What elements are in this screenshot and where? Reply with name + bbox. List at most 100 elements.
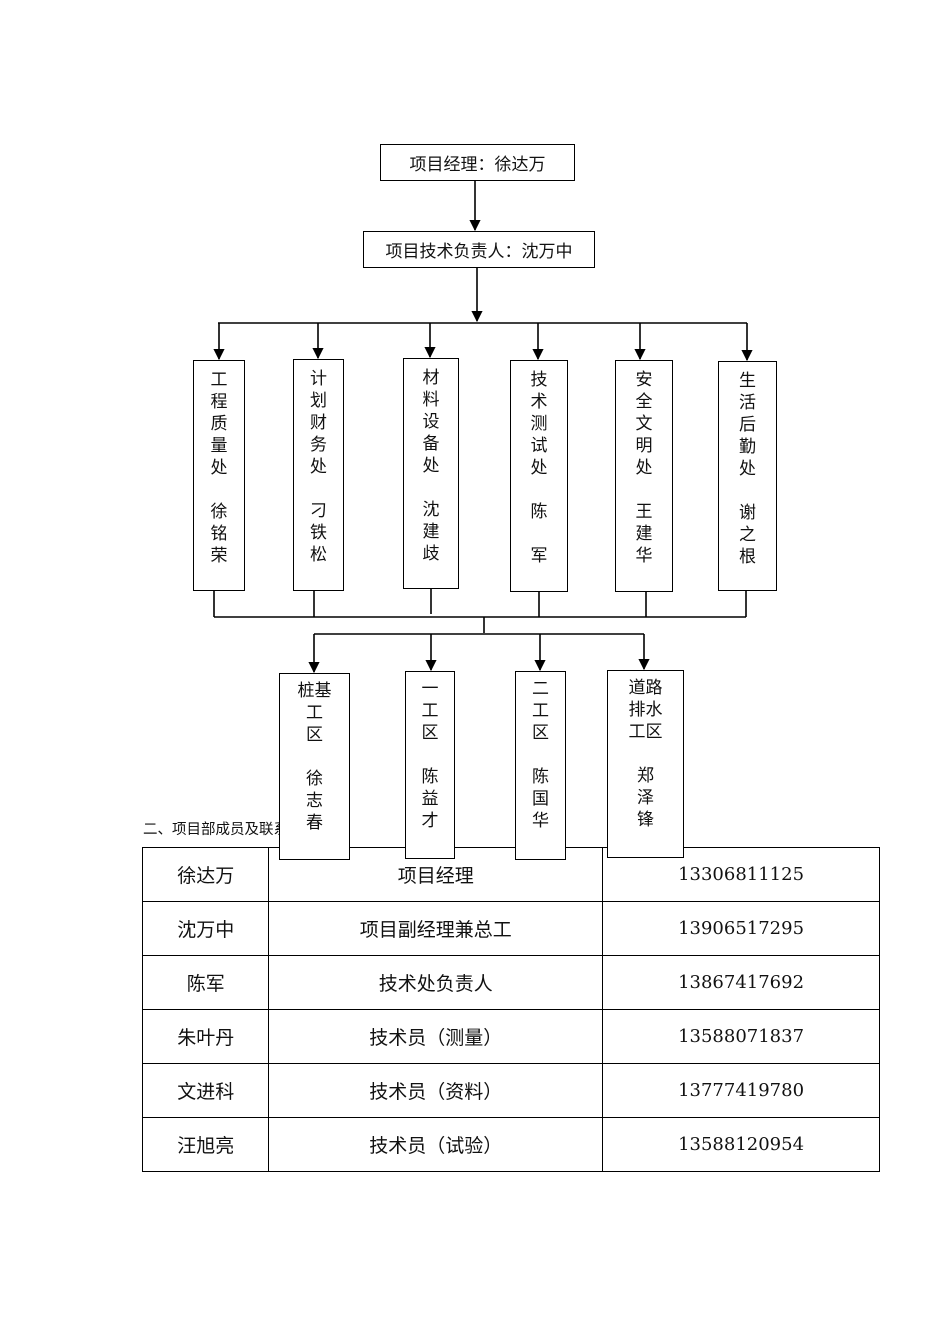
- person-char: 铭: [210, 524, 228, 544]
- person-char: 春: [306, 813, 323, 833]
- person-char: 建: [422, 522, 440, 542]
- dept-char: 程: [210, 392, 228, 412]
- person-char: 才: [421, 811, 439, 831]
- dept-char: 测: [530, 414, 548, 434]
- area-line: 桩基: [297, 681, 332, 701]
- contacts-table: 徐达万 项目经理 13306811125 沈万中 项目副经理兼总工 139065…: [141, 847, 880, 1172]
- dept-char: 活: [739, 393, 756, 413]
- department-safety: 安 全 文 明 处 王 建 华: [615, 360, 673, 592]
- person-char: 之: [739, 525, 756, 545]
- area-line: 区: [421, 723, 439, 743]
- dept-char: 后: [739, 415, 756, 435]
- person-char: 益: [421, 789, 439, 809]
- manager-box: 项目经理：徐达万: [380, 144, 575, 181]
- dept-char: 安: [635, 370, 653, 390]
- dept-char: 财: [310, 413, 327, 433]
- work-area-drainage: 道路 排水 工区 郑 泽 锋: [607, 670, 684, 858]
- work-area-two: 二 工 区 陈 国 华: [515, 671, 566, 860]
- person-char: 陈: [532, 767, 549, 787]
- dept-char: 处: [310, 457, 327, 477]
- table-row: 文进科 技术员（资料） 13777419780: [141, 1063, 880, 1118]
- section-title: 二、项目部成员及联系方法: [143, 822, 317, 838]
- area-line: 区: [532, 723, 549, 743]
- person-char: 松: [310, 545, 327, 565]
- contact-role: 技术员（试验）: [268, 1117, 604, 1172]
- department-logistics: 生 活 后 勤 处 谢 之 根: [718, 361, 777, 591]
- contact-phone: 13867417692: [602, 955, 880, 1010]
- contact-name: 沈万中: [141, 901, 270, 956]
- person-char: 陈: [421, 767, 439, 787]
- contact-phone: 13906517295: [602, 901, 880, 956]
- person-char: 徐: [306, 769, 323, 789]
- person-char: 沈: [422, 500, 440, 520]
- person-char: 军: [530, 546, 548, 566]
- person-char: 王: [635, 502, 653, 522]
- person-char: 华: [532, 811, 549, 831]
- contact-name: 朱叶丹: [141, 1009, 270, 1064]
- department-finance: 计 划 财 务 处 刁 铁 松: [293, 359, 344, 591]
- person-char: 华: [635, 546, 653, 566]
- contact-phone: 13588120954: [602, 1117, 880, 1172]
- area-line: 二: [532, 679, 549, 699]
- person-char: 铁: [310, 523, 327, 543]
- contact-name: 汪旭亮: [141, 1117, 270, 1172]
- work-area-one: 一 工 区 陈 益 才: [405, 671, 455, 859]
- dept-char: 试: [530, 436, 548, 456]
- department-materials: 材 料 设 备 处 沈 建 歧: [403, 358, 459, 589]
- dept-char: 计: [310, 369, 327, 389]
- person-char: 陈: [530, 502, 548, 522]
- dept-char: 质: [210, 414, 228, 434]
- contact-name: 徐达万: [141, 847, 270, 902]
- dept-char: 处: [530, 458, 548, 478]
- dept-char: 务: [310, 435, 327, 455]
- dept-char: 料: [422, 390, 440, 410]
- area-line: 工区: [628, 722, 663, 742]
- table-row: 朱叶丹 技术员（测量） 13588071837: [141, 1009, 880, 1064]
- contact-role: 技术员（资料）: [268, 1063, 604, 1118]
- person-char: 刁: [310, 501, 327, 521]
- dept-char: 材: [422, 368, 440, 388]
- tech-lead-box: 项目技术负责人：沈万中: [363, 231, 595, 268]
- person-char: 志: [306, 791, 323, 811]
- work-area-pile: 桩基 工 区 徐 志 春: [279, 673, 350, 860]
- dept-char: 文: [635, 414, 653, 434]
- contact-role: 项目副经理兼总工: [268, 901, 604, 956]
- area-line: 区: [306, 725, 323, 745]
- area-line: 道路: [628, 678, 663, 698]
- department-quality: 工 程 质 量 处 徐 铭 荣: [193, 360, 245, 591]
- area-line: 一: [421, 679, 439, 699]
- dept-char: 生: [739, 371, 756, 391]
- contact-phone: 13588071837: [602, 1009, 880, 1064]
- dept-char: 备: [422, 434, 440, 454]
- dept-char: 勤: [739, 437, 756, 457]
- dept-char: 全: [635, 392, 653, 412]
- area-line: 工: [532, 701, 549, 721]
- contact-name: 陈军: [141, 955, 270, 1010]
- dept-char: 工: [210, 370, 228, 390]
- dept-char: 划: [310, 391, 327, 411]
- area-line: 排水: [628, 700, 663, 720]
- person-char: 锋: [637, 810, 654, 830]
- contact-role: 技术处负责人: [268, 955, 604, 1010]
- person-char: 荣: [210, 546, 228, 566]
- dept-char: 处: [739, 459, 756, 479]
- person-char: 国: [532, 789, 549, 809]
- table-row: 徐达万 项目经理 13306811125: [141, 847, 880, 902]
- person-char: 歧: [422, 544, 440, 564]
- dept-char: 量: [210, 436, 228, 456]
- contact-phone: 13777419780: [602, 1063, 880, 1118]
- contact-name: 文进科: [141, 1063, 270, 1118]
- person-char: 泽: [637, 788, 654, 808]
- dept-char: 技: [530, 370, 548, 390]
- contact-role: 技术员（测量）: [268, 1009, 604, 1064]
- table-row: 汪旭亮 技术员（试验） 13588120954: [141, 1117, 880, 1172]
- person-char: 谢: [739, 503, 756, 523]
- manager-label: 项目经理：徐达万: [409, 155, 546, 175]
- person-char: 郑: [637, 766, 654, 786]
- person-char: 徐: [210, 502, 228, 522]
- department-testing: 技 术 测 试 处 陈 军: [510, 360, 568, 592]
- dept-char: 处: [210, 458, 228, 478]
- dept-char: 设: [422, 412, 440, 432]
- dept-char: 处: [422, 456, 440, 476]
